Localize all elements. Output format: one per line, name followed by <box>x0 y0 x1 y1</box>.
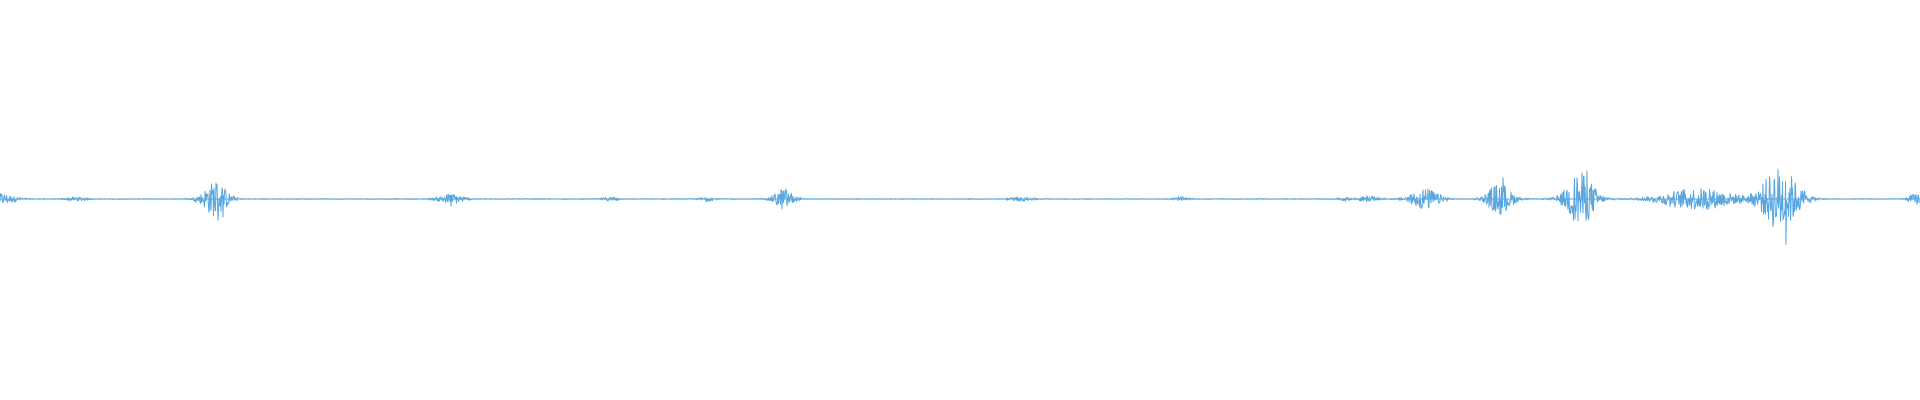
waveform-trace <box>0 169 1920 245</box>
